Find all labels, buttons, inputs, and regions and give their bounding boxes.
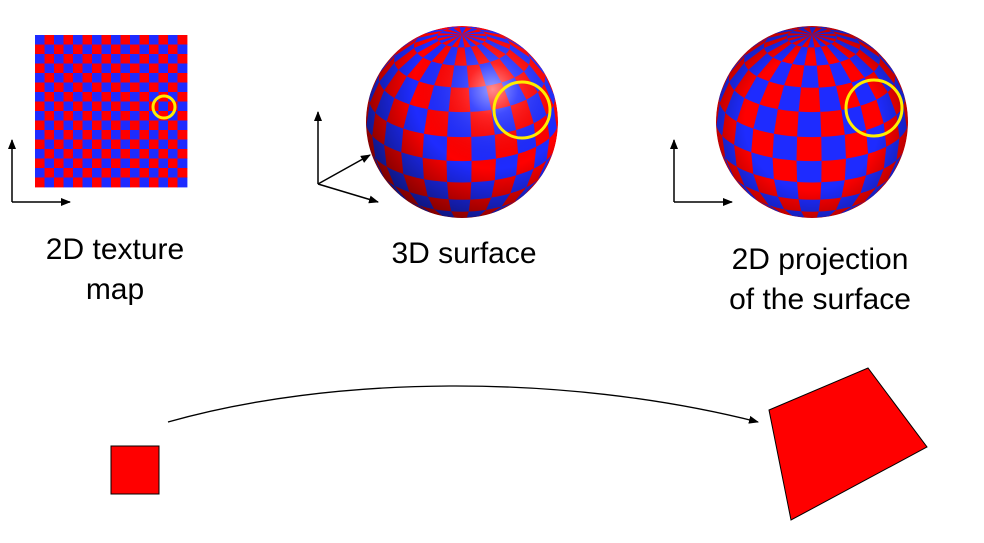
surface-caption: 3D surface	[364, 234, 564, 274]
axes-2d-icon	[7, 139, 71, 206]
axes-2d-icon	[670, 139, 733, 206]
surface-caption-text: 3D surface	[391, 237, 537, 270]
projection-caption: 2D projection of the surface	[700, 240, 940, 320]
projection-caption-line2: of the surface	[729, 283, 911, 316]
highlight-circle-icon	[492, 80, 552, 140]
mapping-illustration	[110, 367, 928, 521]
checkerboard-texture	[35, 35, 188, 188]
texture-map-caption-line1: 2D texture	[45, 233, 185, 266]
texture-map-caption: 2D texture map	[20, 230, 210, 310]
projection-caption-line1: 2D projection	[731, 243, 909, 276]
projection-panel	[670, 26, 908, 218]
texture-panel	[7, 35, 188, 206]
warped-quad	[768, 367, 928, 521]
axes-3d-icon	[314, 111, 379, 204]
mapping-arrow-icon	[167, 385, 759, 424]
surface-panel	[314, 26, 558, 218]
highlight-circle-icon	[151, 94, 177, 120]
highlight-circle-icon	[844, 78, 904, 138]
sphere-shading	[366, 26, 558, 218]
texture-map-caption-line2: map	[85, 273, 145, 306]
source-square	[110, 445, 160, 495]
projection-edge	[716, 26, 908, 218]
